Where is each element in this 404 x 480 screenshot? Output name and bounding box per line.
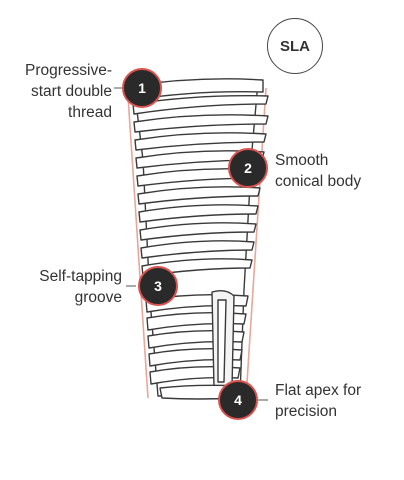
callout-4-marker: 4 — [218, 380, 258, 420]
callout-3-label: Self-tapping groove — [2, 266, 122, 308]
callout-3-marker: 3 — [138, 266, 178, 306]
callout-4-line-1: Flat apex for — [275, 382, 362, 399]
callout-1-line-1: Progressive- — [25, 62, 112, 79]
callout-4-label: Flat apex for precision — [275, 380, 395, 422]
callout-2-line-1: Smooth — [275, 152, 329, 169]
sla-surface-badge: SLA — [267, 18, 323, 74]
callout-1-label: Progressive- start double thread — [0, 60, 112, 123]
callout-1-line-2: start double — [31, 83, 112, 100]
callout-3-line-2: groove — [74, 289, 122, 306]
callout-1-marker: 1 — [122, 68, 162, 108]
callout-2-line-2: conical body — [275, 173, 362, 190]
callout-4-line-2: precision — [275, 403, 338, 420]
callout-3-line-1: Self-tapping — [39, 268, 122, 285]
callout-2-marker: 2 — [228, 148, 268, 188]
callout-1-line-3: thread — [68, 104, 112, 121]
callout-2-label: Smooth conical body — [275, 150, 395, 192]
implant-icon — [130, 78, 269, 400]
